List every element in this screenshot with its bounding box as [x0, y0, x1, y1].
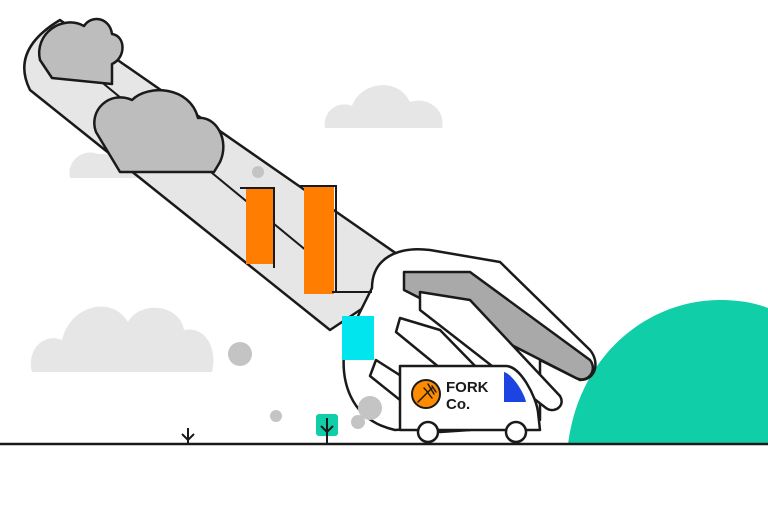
factory-chimney-icon	[240, 185, 372, 294]
van-logo-line2: Co.	[446, 396, 470, 413]
van-window	[504, 372, 526, 402]
cloud-icon	[37, 17, 124, 86]
cloud-icon	[30, 306, 214, 372]
cloud-icon	[324, 85, 443, 128]
smoke-puffs	[228, 166, 382, 429]
van-wheel	[416, 420, 440, 444]
fork-icon	[417, 383, 437, 403]
van-wheel	[504, 420, 528, 444]
cloud-icon	[93, 88, 225, 174]
factory-window	[342, 316, 374, 360]
tree-icon	[316, 414, 338, 444]
tree-icon	[181, 428, 195, 444]
van-logo-line1: FORK	[446, 379, 489, 396]
hill-icon	[568, 300, 768, 444]
delivery-van-icon: FORK Co.	[398, 364, 542, 444]
handle-clouds	[37, 17, 225, 174]
